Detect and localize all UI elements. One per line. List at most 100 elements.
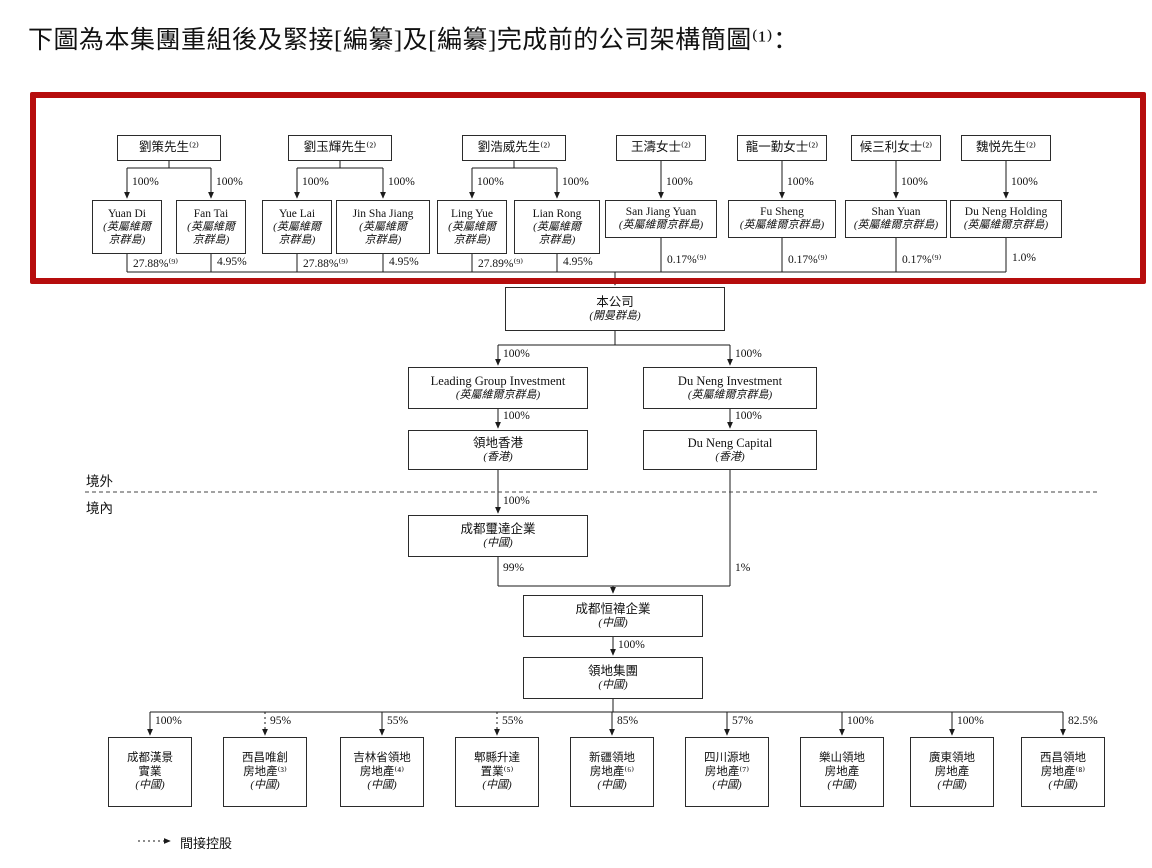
node-label: San Jiang Yuan <box>625 206 697 219</box>
node-label: 西昌領地 房地產⁽⁸⁾ <box>1040 752 1086 779</box>
node-label: 劉策先生⁽²⁾ <box>139 140 199 155</box>
edge-label-hold-ling-yue: 100% <box>477 176 504 188</box>
node-label: Leading Group Investment <box>430 373 566 388</box>
edge-label-into-du-neng-capital: 100% <box>735 410 762 422</box>
node-du-neng-capital: Du Neng Capital(香港) <box>643 430 817 470</box>
node-ling-yue: Ling Yue(英屬維爾 京群島) <box>437 200 507 254</box>
node-chengdu-hengyi: 成都恒禕企業(中國) <box>523 595 703 637</box>
node-label: 廣東領地 房地產 <box>929 752 975 779</box>
node-sub-guangdong-lingdi: 廣東領地 房地產(中國) <box>910 737 994 807</box>
edge-label-hold-fan-tai: 100% <box>216 176 243 188</box>
edge-label-stake-lian-rong: 4.95% <box>563 256 593 268</box>
node-sub-xichang-lingdi: 西昌領地 房地產⁽⁸⁾(中國) <box>1021 737 1105 807</box>
edge-label-stake-fu-sheng: 0.17%⁽⁹⁾ <box>788 254 828 266</box>
node-jurisdiction: (中國) <box>135 779 165 792</box>
edge-label-stake-yuan-di: 27.88%⁽⁹⁾ <box>133 258 179 270</box>
edge-label-hold-yuan-di: 100% <box>132 176 159 188</box>
node-jurisdiction: (中國) <box>483 536 513 549</box>
node-leading-group-investment: Leading Group Investment(英屬維爾京群島) <box>408 367 588 409</box>
node-label: 郫縣升達 置業⁽⁵⁾ <box>474 752 520 779</box>
node-jurisdiction: (香港) <box>483 450 513 463</box>
node-label: 成都璽達企業 <box>460 521 536 536</box>
node-jurisdiction: (中國) <box>482 779 512 792</box>
node-jin-sha-jiang: Jin Sha Jiang(英屬維爾 京群島) <box>336 200 430 254</box>
edge-label-stake-ling-yue: 27.89%⁽⁹⁾ <box>478 258 524 270</box>
node-the-company: 本公司(開曼群島) <box>505 287 725 331</box>
page-title: 下圖為本集團重組後及緊接[編纂]及[編纂]完成前的公司架構簡圖⁽¹⁾： <box>28 27 799 54</box>
onshore-region-label: 境內 <box>86 501 113 516</box>
node-person-wei-yue: 魏悦先生⁽²⁾ <box>961 135 1051 161</box>
node-jurisdiction: (英屬維爾 京群島) <box>273 220 321 246</box>
node-jurisdiction: (中國) <box>367 779 397 792</box>
node-jurisdiction: (英屬維爾京群島) <box>455 388 541 401</box>
node-label: Ling Yue <box>450 207 494 220</box>
node-jurisdiction: (中國) <box>1048 779 1078 792</box>
node-fu-sheng: Fu Sheng(英屬維爾京群島) <box>728 200 836 238</box>
node-label: 領地集團 <box>587 663 638 678</box>
node-person-wang-tao: 王濤女士⁽²⁾ <box>616 135 706 161</box>
node-label: 吉林省領地 房地產⁽⁴⁾ <box>353 752 411 779</box>
edge-label-stake-guangdong-lingdi: 100% <box>957 715 984 727</box>
edge-label-stake-san-jiang-yuan: 0.17%⁽⁹⁾ <box>667 254 707 266</box>
edge-label-into-lingdi-hk: 100% <box>503 410 530 422</box>
node-label: Fan Tai <box>193 207 229 220</box>
node-label: 成都漢景 實業 <box>127 752 173 779</box>
node-jurisdiction: (英屬維爾京群島) <box>853 219 939 232</box>
node-label: 龍一勤女士⁽²⁾ <box>745 140 819 155</box>
node-sub-xichang-weichuang: 西昌唯創 房地產⁽³⁾(中國) <box>223 737 307 807</box>
node-jurisdiction: (英屬維爾 京群島) <box>187 220 235 246</box>
node-label: 劉玉輝先生⁽²⁾ <box>303 140 377 155</box>
node-jurisdiction: (英屬維爾京群島) <box>963 219 1049 232</box>
node-jurisdiction: (中國) <box>598 678 628 691</box>
node-person-liu-hao-wei: 劉浩威先生⁽²⁾ <box>462 135 566 161</box>
node-jurisdiction: (香港) <box>715 450 745 463</box>
edge-label-stake-shan-yuan: 0.17%⁽⁹⁾ <box>902 254 942 266</box>
node-jurisdiction: (中國) <box>937 779 967 792</box>
node-jurisdiction: (中國) <box>712 779 742 792</box>
edge-label-stake-xinjiang-lingdi: 85% <box>617 715 639 727</box>
node-yue-lai: Yue Lai(英屬維爾 京群島) <box>262 200 332 254</box>
edge-label-hold-fu-sheng: 100% <box>787 176 814 188</box>
node-sub-jilin-lingdi: 吉林省領地 房地產⁽⁴⁾(中國) <box>340 737 424 807</box>
node-chengdu-xida: 成都璽達企業(中國) <box>408 515 588 557</box>
node-label: 四川源地 房地產⁽⁷⁾ <box>704 752 750 779</box>
node-jurisdiction: (中國) <box>827 779 857 792</box>
edge-label-into-lingdi-group: 100% <box>618 639 645 651</box>
node-label: Du Neng Capital <box>687 435 773 450</box>
edge-label-stake-du-neng-holding: 1.0% <box>1012 252 1036 264</box>
node-label: Yuan Di <box>107 207 146 220</box>
node-sub-xinjiang-lingdi: 新疆領地 房地產⁽⁶⁾(中國) <box>570 737 654 807</box>
node-jurisdiction: (英屬維爾 京群島) <box>359 220 407 246</box>
node-label: Shan Yuan <box>871 206 921 219</box>
node-jurisdiction: (中國) <box>598 616 628 629</box>
node-lingdi-hk: 領地香港(香港) <box>408 430 588 470</box>
node-jurisdiction: (英屬維爾 京群島) <box>448 220 496 246</box>
edge-label-into-chengdu-xida: 100% <box>503 495 530 507</box>
node-jurisdiction: (英屬維爾京群島) <box>618 219 704 232</box>
edge-label-stake-chengdu-xida-in-hengyi: 99% <box>503 562 525 574</box>
node-label: 樂山領地 房地產 <box>819 752 865 779</box>
edge-label-stake-fan-tai: 4.95% <box>217 256 247 268</box>
edge-label-stake-pixian-shengda: 55% <box>502 715 524 727</box>
node-person-liu-yu-hui: 劉玉輝先生⁽²⁾ <box>288 135 392 161</box>
edge-label-hold-lian-rong: 100% <box>562 176 589 188</box>
node-label: 劉浩威先生⁽²⁾ <box>477 140 551 155</box>
node-fan-tai: Fan Tai(英屬維爾 京群島) <box>176 200 246 254</box>
node-san-jiang-yuan: San Jiang Yuan(英屬維爾京群島) <box>605 200 717 238</box>
node-label: 魏悦先生⁽²⁾ <box>976 140 1036 155</box>
node-sub-leshan-lingdi: 樂山領地 房地產(中國) <box>800 737 884 807</box>
node-label: Du Neng Investment <box>677 373 783 388</box>
node-label: 成都恒禕企業 <box>575 601 651 616</box>
edge-label-hold-shan-yuan: 100% <box>901 176 928 188</box>
node-du-neng-investment: Du Neng Investment(英屬維爾京群島) <box>643 367 817 409</box>
node-label: 西昌唯創 房地產⁽³⁾ <box>242 752 288 779</box>
node-jurisdiction: (中國) <box>250 779 280 792</box>
edge-label-hold-san-jiang-yuan: 100% <box>666 176 693 188</box>
node-jurisdiction: (英屬維爾京群島) <box>739 219 825 232</box>
edge-label-stake-du-neng-capital-in-hengyi: 1% <box>735 562 751 574</box>
edge-label-stake-yue-lai: 27.88%⁽⁹⁾ <box>303 258 349 270</box>
node-label: 本公司 <box>596 294 634 309</box>
node-shan-yuan: Shan Yuan(英屬維爾京群島) <box>845 200 947 238</box>
